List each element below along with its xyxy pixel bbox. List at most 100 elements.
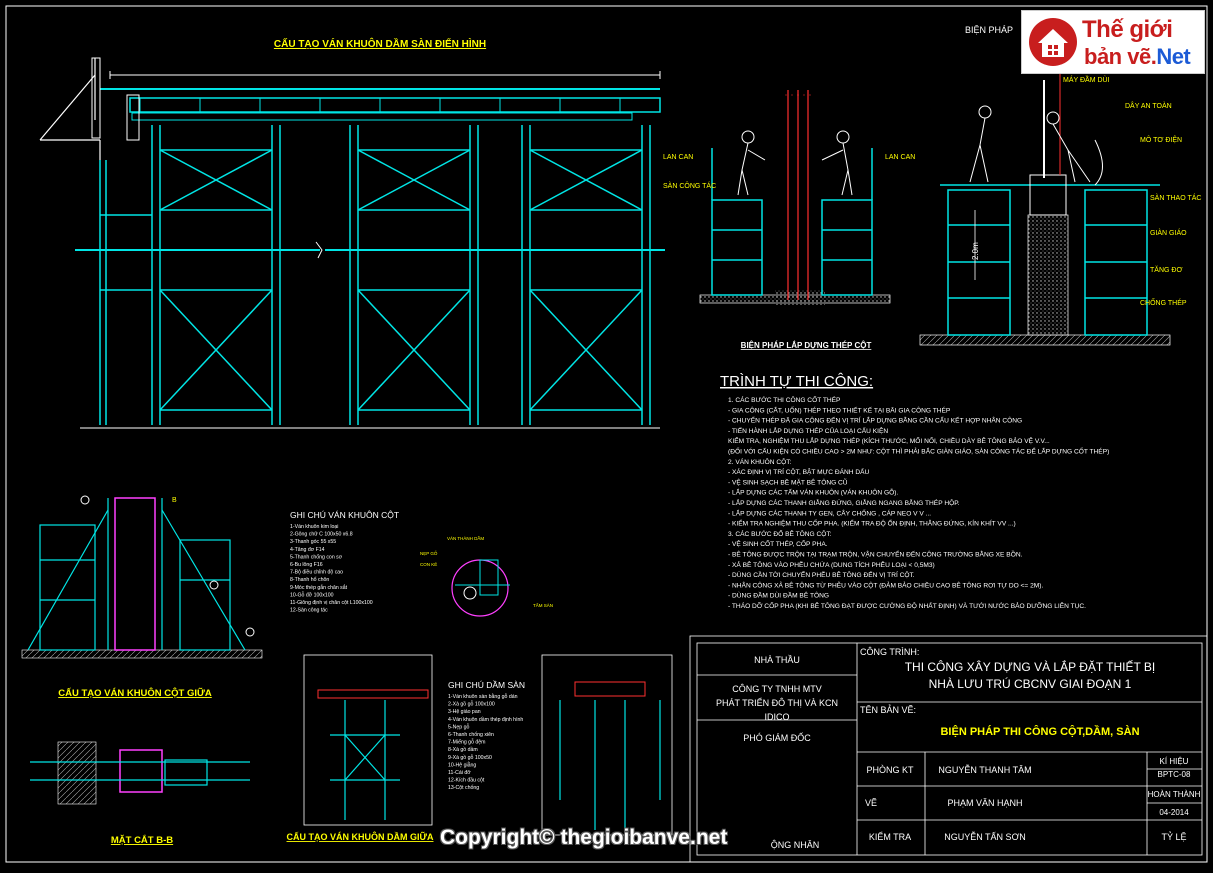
tb-drawing-label: TÊN BẢN VẼ: [860,704,916,715]
label-chong-thep: CHỐNG THÉP [1140,297,1187,307]
procedure-line: - XẢ BÊ TÔNG VÀO PHỄU CHỨA (DUNG TÍCH PH… [728,560,935,569]
tb-name-1: NGUYỄN THANH TÂM [938,764,1031,775]
tb-scale-label: TỶ LỆ [1161,831,1186,842]
tb-role-3: KIỂM TRA [869,831,911,842]
column-note-item: 8-Thanh hổ chôn [290,576,329,583]
main-elevation: CẤU TẠO VÁN KHUÔN DẦM SÀN ĐIỂN HÌNH [39,37,665,429]
procedure-line: - KIỂM TRA NGHIỆM THU CỐP PHA. (KIỂM TRA… [728,518,1016,528]
tb-project-1: THI CÔNG XÂY DỰNG VÀ LẮP ĐẶT THIẾT BỊ [905,659,1156,674]
detail-label-con-ke: CON KÊ [420,560,437,567]
logo-line2a: bản vẽ. [1084,44,1157,69]
beam-note-item: 9-Xà gồ gỗ 100x50 [448,754,492,761]
beam-note-item: 10-Hệ giằng [448,761,476,768]
tb-deputy: PHÓ GIÁM ĐỐC [743,732,811,743]
column-note-item: 11-Giông định vị chân cột L100x100 [290,600,373,606]
procedure-line: - XÁC ĐỊNH VỊ TRÍ CỘT, BẬT MỰC ĐÁNH DẤU [728,466,870,476]
tb-role-1: PHÒNG KT [866,765,914,775]
beam-note-item: 4-Ván khuôn dầm thép định hình [448,717,523,723]
column-form-title: CẤU TẠO VÁN KHUÔN CỘT GIỮA [58,687,212,699]
procedure-line: - THÁO DỠ CỐP PHA (KHI BÊ TÔNG ĐẠT ĐƯỢC … [728,600,1086,610]
tb-company-1: CÔNG TY TNHH MTV [732,684,822,694]
procedure-line: - TIẾN HÀNH LẮP DỰNG THÉP CỦA LOẠI CẤU K… [728,425,888,435]
logo-line2b: Net [1156,44,1191,69]
column-notes-heading: GHI CHÚ VÁN KHUÔN CỘT [290,510,399,520]
column-note-item: 3-Thanh góc 55 x55 [290,539,336,545]
column-note-item: 2-Gông chữ C 100x50 x6.8 [290,532,353,538]
procedure-heading: TRÌNH TỰ THI CÔNG: [720,373,873,390]
main-elevation-title: CẤU TẠO VÁN KHUÔN DẦM SÀN ĐIỂN HÌNH [274,37,486,50]
label-gian-giao: GIÀN GIÁO [1150,228,1187,237]
tb-code-label: KÍ HIỆU [1160,757,1189,766]
title-block [689,635,1208,863]
beam-note-item: 11-Cái đỡ [448,770,471,776]
tb-name-2: PHẠM VĂN HẠNH [947,798,1022,808]
steel-column-title: BIỆN PHÁP LẮP DỰNG THÉP CỘT [741,341,872,350]
procedure-line: - DÙNG ĐẦM DÙI ĐẦM BÊ TÔNG [728,590,829,600]
steel-column-erection: LAN CAN SÀN CÔNG TÁC LAN CAN BIỆN PHÁP L… [663,90,915,350]
title-block-text: NHÀ THẦU CÔNG TY TNHH MTV PHÁT TRIỂN ĐÔ … [716,647,1201,850]
section-bb: MẶT CẮT B-B [30,741,250,846]
beam-notes-heading: GHI CHÚ DẦM SÀN [448,680,525,690]
procedure-line: KIỂM TRA, NGHIỆM THU LẮP DỰNG THÉP (KÍCH… [728,435,1050,445]
procedure-line: - LẮP DỰNG CÁC TẤM VÁN KHUÔN (VÁN KHUÔN … [728,487,898,497]
beam-note-item: 5-Nẹp gỗ [448,723,469,730]
tb-contractor-label: NHÀ THẦU [754,655,800,665]
tb-name-3: NGUYỄN TẤN SƠN [944,831,1026,842]
detail-label-tam-san: TẤM SÀN [533,602,553,608]
logo-line1: Thế giới [1082,16,1173,43]
column-note-item: 7-Bộ điều chỉnh độ cao [290,569,343,576]
sheet-border [5,5,1208,863]
procedure-line: 2. VÁN KHUÔN CỘT: [728,457,792,466]
tb-project-2: NHÀ LƯU TRÚ CBCNV GIAI ĐOẠN 1 [929,676,1132,691]
procedure-line: - GIA CÔNG (CẮT, UỐN) THÉP THEO THIẾT KẾ… [728,404,951,414]
tb-done-label: HOÀN THÀNH [1148,790,1201,799]
detail-label-van-thanh-dam: VÁN THÀNH DẦM [447,535,484,541]
procedure-line: - CHUYỂN THÉP ĐÃ GIA CÔNG ĐẾN VỊ TRÍ LẮP… [728,415,1022,425]
concrete-pouring: BIỆN PHÁP 2.0m MÁY ĐẦM DÙI DÂY AN TOÀN M… [919,25,1201,346]
column-note-item: 12-Sàn công tác [290,608,328,614]
procedure-line: - LẮP DỰNG CÁC THANH GIẰNG ĐỨNG, GIẰNG N… [728,498,960,507]
procedure-line: - LẮP DỰNG CÁC THANH TY GEN, CÂY CHỐNG ,… [728,507,931,517]
procedure-line: - NHÂN CÔNG XẢ BÊ TÔNG TỪ PHỄU VÀO CỘT (… [728,579,1043,589]
beam-notes: GHI CHÚ DẦM SÀN 1-Ván khuôn sàn bằng gỗ … [448,680,525,791]
tb-role-2: VẼ [865,798,877,808]
beam-note-item: 7-Miếng gỗ đệm [448,739,486,746]
procedure-line: 1. CÁC BƯỚC THI CÔNG CỐT THÉP [728,394,841,404]
column-note-item: 4-Tăng đơ F14 [290,547,325,553]
label-mo-to-dien: MÔ TƠ ĐIỆN [1140,135,1182,144]
beam-note-item: 2-Xà gồ gỗ 100x100 [448,701,495,708]
label-san-thao-tac: SÀN THAO TÁC [1150,193,1201,202]
tb-company-2: PHÁT TRIỂN ĐÔ THỊ VÀ KCN [716,697,838,708]
tb-recipient: ỘNG NHÂN [771,840,820,850]
procedure-line: - BÊ TÔNG ĐƯỢC TRỘN TẠI TRẠM TRỘN, VẬN C… [728,549,1023,559]
house-icon [1029,18,1077,66]
beam-note-item: 8-Xà gồ dầm [448,747,478,753]
section-mark-b: B [172,497,177,504]
column-note-item: 6-Bu lông F16 [290,562,323,568]
section-bb-title: MẶT CẮT B-B [111,835,173,846]
beam-note-item: 13-Cột chống [448,785,479,791]
procedure-line: (ĐỐI VỚI CẤU KIỆN CÓ CHIỀU CAO > 2M NHƯ:… [728,446,1109,456]
beam-formwork: CẤU TẠO VÁN KHUÔN DẦM GIỮA [287,654,673,842]
beam-note-item: 12-Kích đầu cột [448,778,485,784]
beam-form-title: CẤU TẠO VÁN KHUÔN DẦM GIỮA [287,831,434,842]
tb-drawing-name: BIỆN PHÁP THI CÔNG CỘT,DẦM, SÀN [940,725,1139,738]
detail-label-nep-go: NẸP GỖ [420,550,438,556]
beam-note-item: 1-Ván khuôn sàn bằng gỗ dán [448,693,518,700]
beam-note-item: 6-Thanh chống xiên [448,732,494,738]
beam-note-item: 3-Hệ giáo pan [448,709,481,715]
column-formwork: CẤU TẠO VÁN KHUÔN CỘT GIỮA B [21,495,263,699]
column-notes: GHI CHÚ VÁN KHUÔN CỘT 1-Ván khuôn kim lo… [290,510,399,614]
detail-circle: VÁN THÀNH DẦM NẸP GỖ CON KÊ TẤM SÀN [420,535,553,617]
procedure-line: - VỆ SINH CỐT THÉP, CỐP PHA. [728,538,828,548]
procedure-line: - VỆ SINH SẠCH BỀ MẶT BÊ TÔNG CŨ [728,476,848,486]
concrete-title: BIỆN PHÁP [965,25,1013,35]
label-san-cong-tac: SÀN CÔNG TÁC [663,181,716,190]
tb-date: 04-2014 [1159,808,1189,817]
tb-project-label: CÔNG TRÌNH: [860,647,919,657]
dim-2m: 2.0m [971,242,980,260]
column-note-item: 5-Thanh chống con sơ [290,554,343,560]
label-may-dam-dui: MÁY ĐẦM DÙI [1063,74,1110,84]
label-day-an-toan: DÂY AN TOÀN [1125,101,1172,110]
